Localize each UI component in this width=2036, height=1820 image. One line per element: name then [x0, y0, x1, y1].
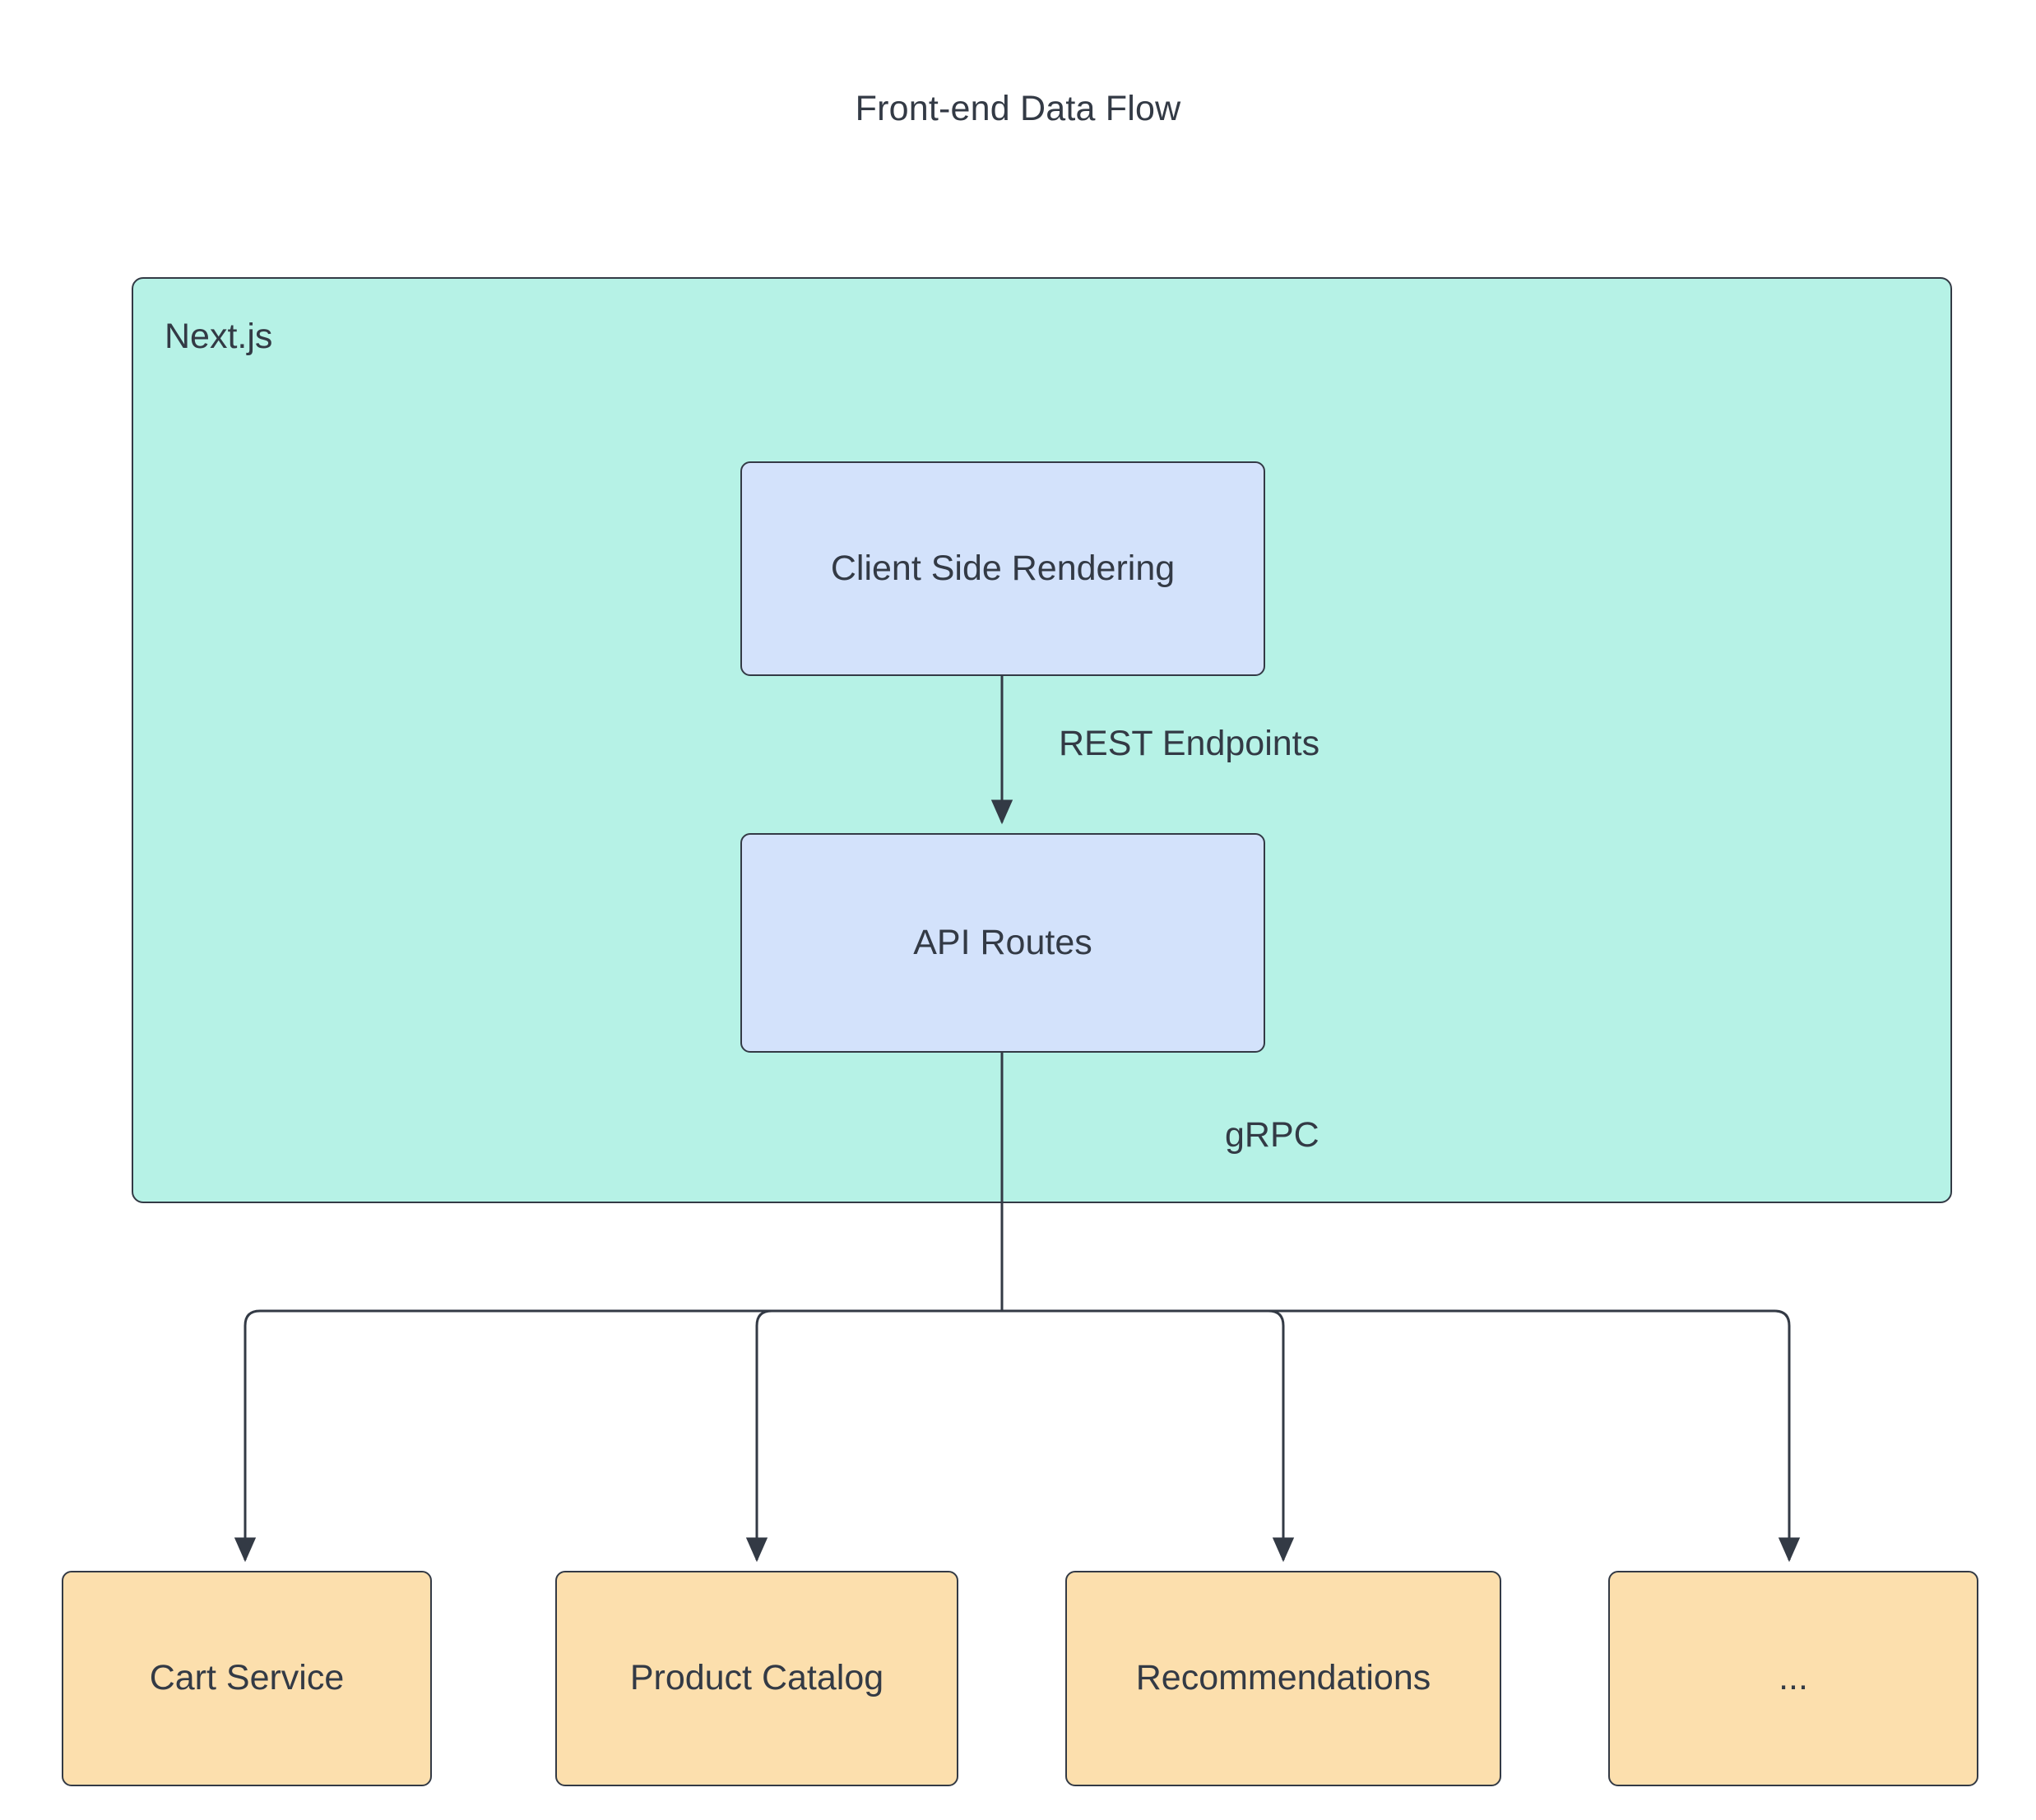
subgraph-nextjs[interactable]: [132, 277, 1952, 1203]
node-recommendations[interactable]: Recommendations: [1065, 1571, 1501, 1786]
node-client-side-rendering[interactable]: Client Side Rendering: [740, 461, 1265, 676]
node-cart-service[interactable]: Cart Service: [62, 1571, 432, 1786]
edge-label-grpc: gRPC: [1225, 1115, 1319, 1155]
edge-label-rest-endpoints: REST Endpoints: [1059, 724, 1320, 763]
node-api-routes[interactable]: API Routes: [740, 833, 1265, 1053]
node-more-services[interactable]: ...: [1608, 1571, 1978, 1786]
edge-api-to-cart: [234, 1309, 1002, 1563]
edge-api-to-more: [1002, 1309, 1801, 1563]
page-title: Front-end Data Flow: [855, 89, 1181, 128]
subgraph-nextjs-label: Next.js: [165, 317, 273, 356]
node-product-catalog[interactable]: Product Catalog: [555, 1571, 958, 1786]
edge-api-to-recommendations: [1002, 1309, 1295, 1563]
edge-api-to-catalog: [745, 1309, 1002, 1563]
